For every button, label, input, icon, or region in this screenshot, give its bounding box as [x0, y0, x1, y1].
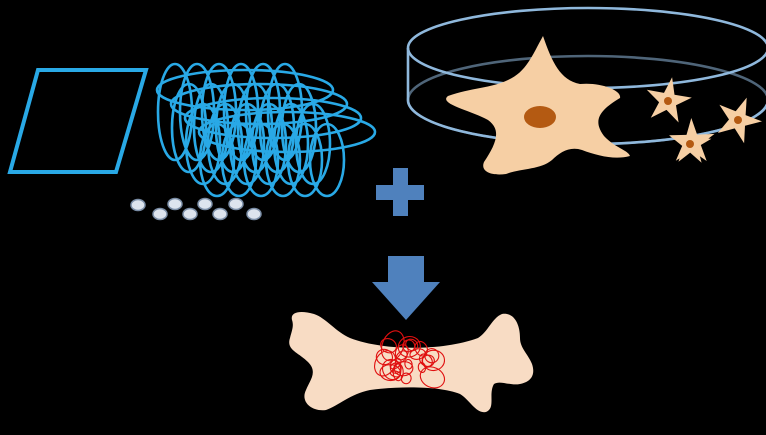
microsphere-icon	[131, 200, 145, 211]
microsphere-icon	[247, 209, 261, 220]
microsphere-icon	[198, 199, 212, 210]
microsphere-icon	[213, 209, 227, 220]
microsphere-icon	[229, 199, 243, 210]
nucleus-icon	[524, 106, 556, 128]
microsphere-icon	[168, 199, 182, 210]
microsphere-icon	[153, 209, 167, 220]
microsphere-icon	[183, 209, 197, 220]
